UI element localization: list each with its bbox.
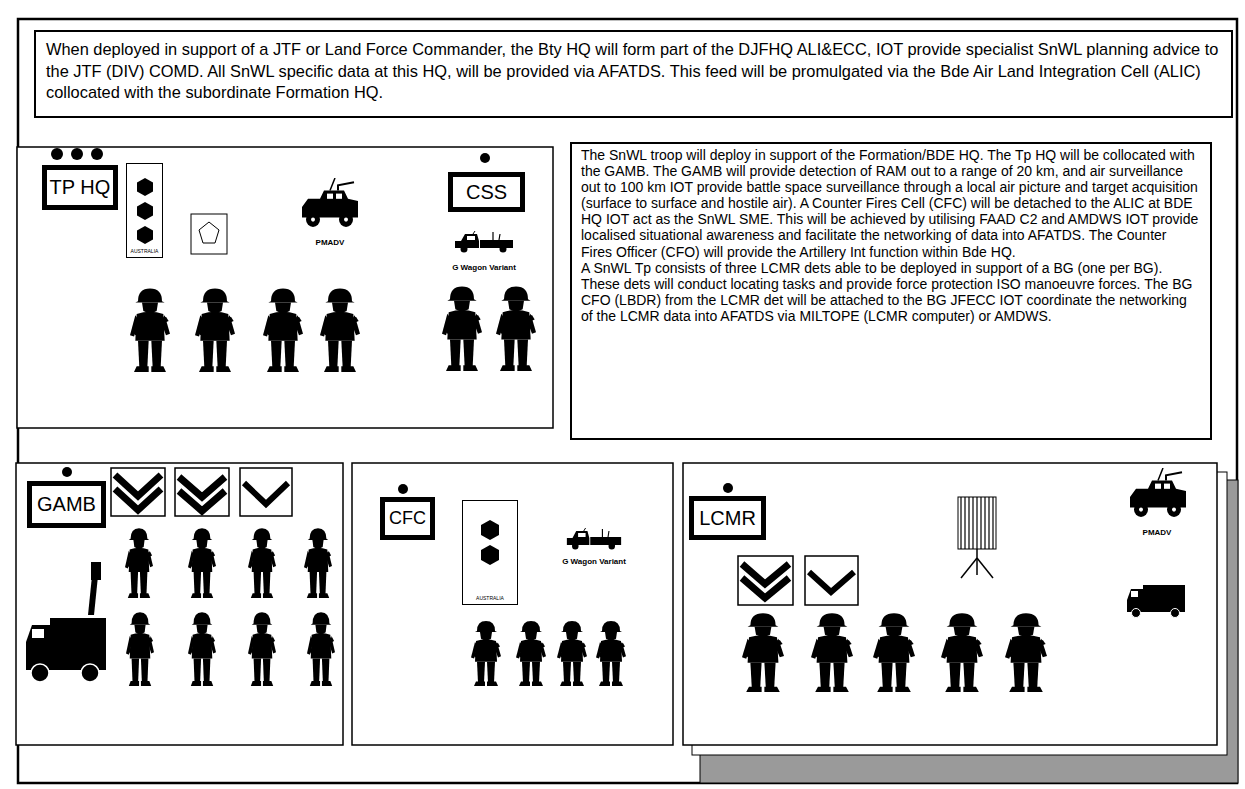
vehicle-caption: G Wagon Variant [452, 263, 516, 272]
cfc-panel [352, 463, 673, 745]
soldier-figure [516, 621, 546, 686]
rank-box [175, 468, 229, 516]
gamb-panel [16, 463, 343, 745]
node-text: When deployed in support of a JTF or Lan… [46, 39, 1221, 104]
node-text: LCMR [699, 507, 756, 530]
node-text: GAMB [37, 493, 96, 516]
soldier-figure [320, 288, 360, 372]
hexagon-symbol [137, 178, 153, 196]
unit-label: TP HQ [42, 165, 118, 210]
rank-box [805, 556, 858, 605]
command-dot [723, 483, 733, 493]
soldier-figure [263, 288, 303, 372]
pmadv-vehicle [302, 178, 358, 227]
radar-truck [26, 562, 106, 682]
command-dot [91, 148, 103, 160]
rank-box [240, 468, 292, 516]
soldier-figure [941, 613, 983, 692]
node-text: AUSTRALIA [476, 595, 504, 601]
soldier-figure [811, 613, 853, 692]
rank-box [738, 556, 793, 605]
soldier-figure [304, 528, 332, 598]
soldier-figure [742, 613, 784, 692]
chevron [244, 483, 288, 504]
insignia-box: AUSTRALIA [462, 500, 518, 605]
soldier-figure [125, 528, 153, 598]
pmadv-vehicle [1130, 468, 1186, 517]
chevron [742, 578, 789, 598]
soldier-figure [188, 528, 216, 598]
soldier-figure [873, 613, 915, 692]
node-text: CFC [389, 508, 426, 529]
hexagon-symbol [137, 202, 153, 220]
command-dot [71, 148, 83, 160]
unit-label: LCMR [689, 496, 766, 540]
soldier-figure [557, 621, 587, 686]
command-dot [62, 467, 72, 477]
node-text: CSS [466, 181, 507, 204]
soldier-figure [307, 612, 335, 686]
command-dot [398, 484, 408, 494]
description-box: The SnWL troop will deploy in support of… [570, 142, 1212, 440]
insignia-box: AUSTRALIA [126, 163, 163, 258]
command-dot [480, 153, 490, 163]
soldier-figure [188, 612, 216, 686]
soldier-figure [1005, 613, 1047, 692]
vehicle-caption: PMADV [316, 238, 345, 247]
soldier-figure [130, 288, 170, 372]
g-wagon-vehicle [567, 528, 621, 550]
hexagon-symbol [137, 226, 153, 244]
node-text: The SnWL troop will deploy in support of… [581, 147, 1201, 260]
hexagon-symbol [481, 520, 499, 540]
unit-label: GAMB [27, 481, 106, 528]
soldier-figure [471, 621, 501, 686]
soldier-figure [442, 286, 482, 371]
chevron [809, 572, 854, 592]
vehicle-caption: G Wagon Variant [562, 557, 626, 566]
lcmr-radar [958, 497, 996, 578]
unit-label: CFC [380, 497, 435, 540]
lcmr-panel [683, 463, 1217, 745]
soldier-figure [248, 612, 276, 686]
node-text: TP HQ [50, 176, 111, 199]
g-wagon-vehicle [455, 231, 513, 253]
pentagon-symbol [199, 222, 219, 243]
soldier-figure [195, 288, 235, 372]
support-truck [1127, 585, 1185, 618]
soldier-figure [126, 612, 154, 686]
chevron [179, 491, 225, 511]
chevron [115, 489, 161, 510]
hq-panel [17, 147, 553, 428]
pentagon-box [191, 214, 227, 254]
note-box: When deployed in support of a JTF or Lan… [34, 30, 1233, 118]
unit-label: CSS [448, 172, 525, 212]
node-text: AUSTRALIA [131, 248, 159, 254]
hexagon-symbol [481, 545, 499, 565]
soldier-figure [496, 286, 536, 371]
rank-box [111, 468, 165, 516]
soldier-figure [596, 621, 626, 686]
node-text: A SnWL Tp consists of three LCMR dets ab… [581, 260, 1201, 324]
command-dot [51, 148, 63, 160]
soldier-figure [248, 528, 276, 598]
vehicle-caption: PMADV [1143, 528, 1172, 537]
